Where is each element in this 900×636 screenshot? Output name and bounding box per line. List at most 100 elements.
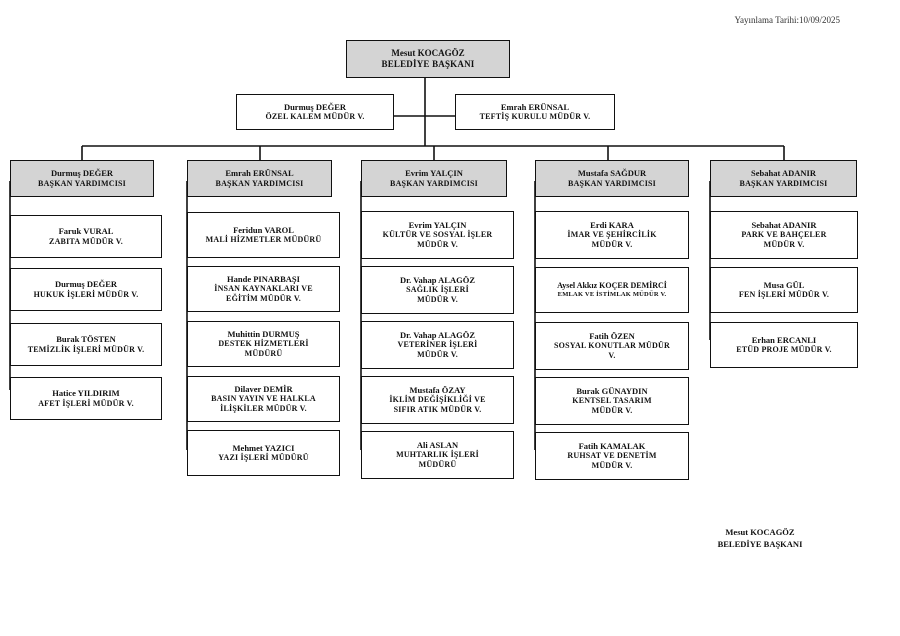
department-title: EĞİTİM MÜDÜR V.: [226, 294, 301, 304]
department-head-name: Dilaver DEMİR: [234, 383, 293, 394]
department-head-name: Muhittin DURMUŞ: [227, 328, 300, 339]
department-box: Dilaver DEMİR BASIN YAYIN VE HALKLA İLİŞ…: [187, 376, 340, 422]
department-title: TEMİZLİK İŞLERİ MÜDÜR V.: [27, 344, 145, 354]
department-head-name: Hatice YILDIRIM: [52, 388, 120, 399]
department-box: Ali ASLAN MUHTARLIK İŞLERİ MÜDÜRÜ: [361, 431, 514, 479]
department-title: AFET İŞLERİ MÜDÜR V.: [38, 398, 134, 408]
department-title: KÜLTÜR VE SOSYAL İŞLER: [382, 230, 493, 240]
department-box: Dr. Vahap ALAGÖZ SAĞLIK İŞLERİ MÜDÜR V.: [361, 266, 514, 314]
department-box: Durmuş DEĞER HUKUK İŞLERİ MÜDÜR V.: [10, 268, 162, 311]
department-title: DESTEK HİZMETLERİ: [218, 339, 309, 349]
department-title: FEN İŞLERİ MÜDÜR V.: [738, 290, 830, 300]
department-head-name: Musa GÜL: [763, 279, 805, 290]
publication-date: Yayınlama Tarihi:10/09/2025: [734, 15, 840, 25]
department-box: Hatice YILDIRIM AFET İŞLERİ MÜDÜR V.: [10, 377, 162, 420]
deputy-title: BAŞKAN YARDIMCISI: [215, 178, 304, 188]
deputy-name: Sebahat ADANIR: [751, 168, 816, 179]
deputy-mayor-box: Durmuş DEĞER BAŞKAN YARDIMCISI: [10, 160, 154, 197]
department-head-name: Burak GÜNAYDIN: [576, 385, 648, 396]
deputy-mayor-box: Emrah ERÜNSAL BAŞKAN YARDIMCISI: [187, 160, 332, 197]
department-head-name: Sebahat ADANIR: [751, 219, 817, 230]
deputy-mayor-box: Evrim YALÇIN BAŞKAN YARDIMCISI: [361, 160, 507, 197]
department-title: ETÜD PROJE MÜDÜR V.: [736, 345, 832, 355]
department-head-name: Durmuş DEĞER: [54, 279, 118, 290]
department-title: SIFIR ATIK MÜDÜR V.: [393, 405, 482, 415]
deputy-title: BAŞKAN YARDIMCISI: [390, 178, 478, 188]
department-box: Evrim YALÇIN KÜLTÜR VE SOSYAL İŞLER MÜDÜ…: [361, 211, 514, 259]
department-head-name: Erhan ERCANLI: [751, 334, 817, 345]
department-title: İNSAN KAYNAKLARI VE: [214, 284, 313, 294]
mayor-box: Mesut KOCAGÖZ BELEDİYE BAŞKANI: [346, 40, 510, 78]
deputy-mayor-box: Sebahat ADANIR BAŞKAN YARDIMCISI: [710, 160, 857, 197]
department-box: Erdi KARA İMAR VE ŞEHİRCİLİK MÜDÜR V.: [535, 211, 689, 259]
department-head-name: Mehmet YAZICI: [232, 442, 295, 453]
department-title: BASIN YAYIN VE HALKLA: [211, 394, 316, 404]
advisor-box: Emrah ERÜNSAL TEFTİŞ KURULU MÜDÜR V.: [455, 94, 615, 130]
deputy-title: BAŞKAN YARDIMCISI: [38, 178, 126, 188]
department-head-name: Dr. Vahap ALAGÖZ: [399, 329, 476, 340]
deputy-mayor-box: Mustafa SAĞDUR BAŞKAN YARDIMCISI: [535, 160, 689, 197]
department-head-name: Evrim YALÇIN: [408, 219, 467, 230]
department-title: SAĞLIK İŞLERİ: [406, 285, 469, 295]
department-title: EMLAK VE İSTİMLAK MÜDÜR V.: [557, 290, 667, 298]
department-title: HUKUK İŞLERİ MÜDÜR V.: [33, 289, 139, 299]
department-box: Mustafa ÖZAY İKLİM DEĞİŞİKLİĞİ VE SIFIR …: [361, 376, 514, 424]
deputy-title: BAŞKAN YARDIMCISI: [568, 178, 656, 188]
department-title: RUHSAT VE DENETİM: [567, 451, 657, 461]
deputy-title: BAŞKAN YARDIMCISI: [739, 178, 828, 188]
department-head-name: Fatih ÖZEN: [589, 330, 635, 341]
department-head-name: Faruk VURAL: [58, 226, 114, 237]
advisor-box: Durmuş DEĞER ÖZEL KALEM MÜDÜR V.: [236, 94, 394, 130]
department-title: MÜDÜR V.: [591, 240, 633, 250]
department-head-name: Ali ASLAN: [416, 439, 459, 450]
department-box: Sebahat ADANIR PARK VE BAHÇELER MÜDÜR V.: [710, 211, 858, 259]
department-title: ZABITA MÜDÜR V.: [49, 236, 123, 246]
department-box: Faruk VURAL ZABITA MÜDÜR V.: [10, 215, 162, 258]
advisor-name: Durmuş DEĞER: [283, 101, 347, 112]
department-title: MÜDÜR V.: [591, 406, 633, 416]
department-title: V.: [608, 351, 616, 361]
department-box: Musa GÜL FEN İŞLERİ MÜDÜR V.: [710, 267, 858, 313]
advisor-title: TEFTİŞ KURULU MÜDÜR V.: [479, 112, 591, 122]
department-title: SOSYAL KONUTLAR MÜDÜR: [554, 341, 670, 351]
department-box: Erhan ERCANLI ETÜD PROJE MÜDÜR V.: [710, 322, 858, 368]
department-head-name: Hande PINARBAŞI: [227, 273, 300, 284]
department-title: İKLİM DEĞİŞİKLİĞİ VE: [389, 395, 486, 405]
signature-title: BELEDİYE BAŞKANI: [717, 538, 803, 549]
department-head-name: Mustafa ÖZAY: [409, 384, 466, 395]
department-head-name: Feridun VAROL: [233, 224, 294, 235]
signature-block: Mesut KOCAGÖZ BELEDİYE BAŞKANI: [700, 527, 820, 551]
department-box: Hande PINARBAŞI İNSAN KAYNAKLARI VE EĞİT…: [187, 266, 340, 312]
department-title: MÜDÜRÜ: [244, 349, 283, 359]
department-box: Burak TÖSTEN TEMİZLİK İŞLERİ MÜDÜR V.: [10, 323, 162, 366]
department-head-name: Fatih KAMALAK: [578, 440, 646, 451]
department-head-name: Aysel Akkız KOÇER DEMİRCİ: [557, 280, 667, 290]
department-title: İLİŞKİLER MÜDÜR V.: [220, 404, 307, 414]
department-title: MUHTARLIK İŞLERİ: [396, 450, 479, 460]
department-title: MÜDÜR V.: [417, 295, 458, 305]
deputy-name: Durmuş DEĞER: [50, 168, 114, 179]
department-box: Mehmet YAZICI YAZI İŞLERİ MÜDÜRÜ: [187, 430, 340, 476]
department-box: Dr. Vahap ALAGÖZ VETERİNER İŞLERİ MÜDÜR …: [361, 321, 514, 369]
advisor-name: Emrah ERÜNSAL: [500, 101, 570, 112]
department-title: MÜDÜR V.: [763, 240, 805, 250]
department-title: MÜDÜR V.: [591, 461, 633, 471]
deputy-name: Emrah ERÜNSAL: [225, 168, 294, 179]
department-title: PARK VE BAHÇELER: [741, 230, 827, 240]
department-box: Fatih KAMALAK RUHSAT VE DENETİM MÜDÜR V.: [535, 432, 689, 480]
department-box: Muhittin DURMUŞ DESTEK HİZMETLERİ MÜDÜRÜ: [187, 321, 340, 367]
department-title: İMAR VE ŞEHİRCİLİK: [567, 230, 657, 240]
department-title: MÜDÜR V.: [417, 350, 458, 360]
department-box: Fatih ÖZEN SOSYAL KONUTLAR MÜDÜR V.: [535, 322, 689, 370]
mayor-name: Mesut KOCAGÖZ: [391, 47, 465, 58]
department-box: Aysel Akkız KOÇER DEMİRCİ EMLAK VE İSTİM…: [535, 267, 689, 313]
department-head-name: Burak TÖSTEN: [56, 334, 116, 345]
department-title: VETERİNER İŞLERİ: [397, 340, 478, 350]
deputy-name: Mustafa SAĞDUR: [577, 168, 647, 179]
signature-name: Mesut KOCAGÖZ: [725, 527, 795, 537]
department-title: YAZI İŞLERİ MÜDÜRÜ: [218, 453, 309, 463]
deputy-name: Evrim YALÇIN: [405, 168, 463, 179]
department-box: Burak GÜNAYDIN KENTSEL TASARIM MÜDÜR V.: [535, 377, 689, 425]
department-head-name: Erdi KARA: [590, 219, 634, 230]
department-title: MÜDÜR V.: [417, 240, 458, 250]
